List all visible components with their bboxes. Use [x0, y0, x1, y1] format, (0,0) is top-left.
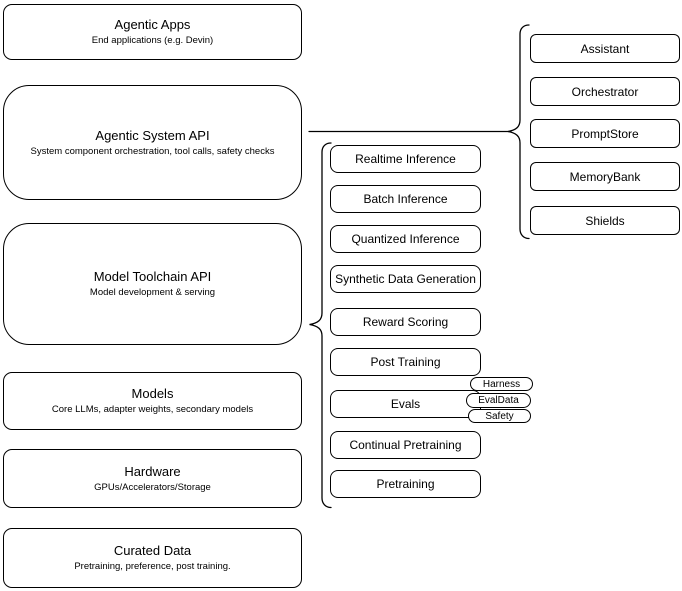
- node-models-title: Models: [131, 386, 174, 401]
- node-hardware-subtitle: GPUs/Accelerators/Storage: [94, 481, 211, 493]
- node-reward-scoring: Reward Scoring: [330, 308, 481, 336]
- node-hardware-title: Hardware: [124, 463, 181, 479]
- node-realtime-inference: Realtime Inference: [330, 145, 481, 173]
- toolchain-brace: [309, 142, 332, 509]
- node-agentic-system-api-subtitle: System component orchestration, tool cal…: [30, 145, 275, 157]
- node-agentic-apps: Agentic Apps End applications (e.g. Devi…: [3, 4, 302, 60]
- node-post-training: Post Training: [330, 348, 481, 376]
- tag-harness: Harness: [470, 377, 533, 391]
- node-batch-inference: Batch Inference: [330, 185, 481, 213]
- node-curated-data: Curated Data Pretraining, preference, po…: [3, 528, 302, 588]
- node-agentic-apps-title: Agentic Apps: [114, 17, 191, 32]
- node-memorybank: MemoryBank: [530, 162, 680, 191]
- components-brace: [507, 24, 530, 240]
- node-promptstore: PromptStore: [530, 119, 680, 148]
- node-synthetic-data-generation: Synthetic Data Generation: [330, 265, 481, 293]
- node-models: Models Core LLMs, adapter weights, secon…: [3, 372, 302, 430]
- node-pretraining: Pretraining: [330, 470, 481, 498]
- node-quantized-inference: Quantized Inference: [330, 225, 481, 253]
- node-curated-data-title: Curated Data: [113, 543, 192, 558]
- node-agentic-apps-subtitle: End applications (e.g. Devin): [91, 35, 214, 46]
- node-model-toolchain-api-title: Model Toolchain API: [93, 269, 212, 284]
- node-evals: Evals: [330, 390, 481, 418]
- node-assistant: Assistant: [530, 34, 680, 63]
- node-models-subtitle: Core LLMs, adapter weights, secondary mo…: [51, 404, 254, 415]
- node-shields: Shields: [530, 206, 680, 235]
- node-continual-pretraining: Continual Pretraining: [330, 431, 481, 459]
- node-hardware: Hardware GPUs/Accelerators/Storage: [3, 449, 302, 508]
- node-curated-data-subtitle: Pretraining, preference, post training.: [74, 561, 231, 572]
- tag-safety: Safety: [468, 409, 531, 423]
- node-model-toolchain-api-subtitle: Model development & serving: [89, 287, 216, 298]
- node-orchestrator: Orchestrator: [530, 77, 680, 106]
- node-model-toolchain-api: Model Toolchain API Model development & …: [3, 223, 302, 345]
- tag-evaldata: EvalData: [466, 393, 531, 408]
- node-agentic-system-api: Agentic System API System component orch…: [3, 85, 302, 200]
- node-agentic-system-api-title: Agentic System API: [95, 127, 210, 143]
